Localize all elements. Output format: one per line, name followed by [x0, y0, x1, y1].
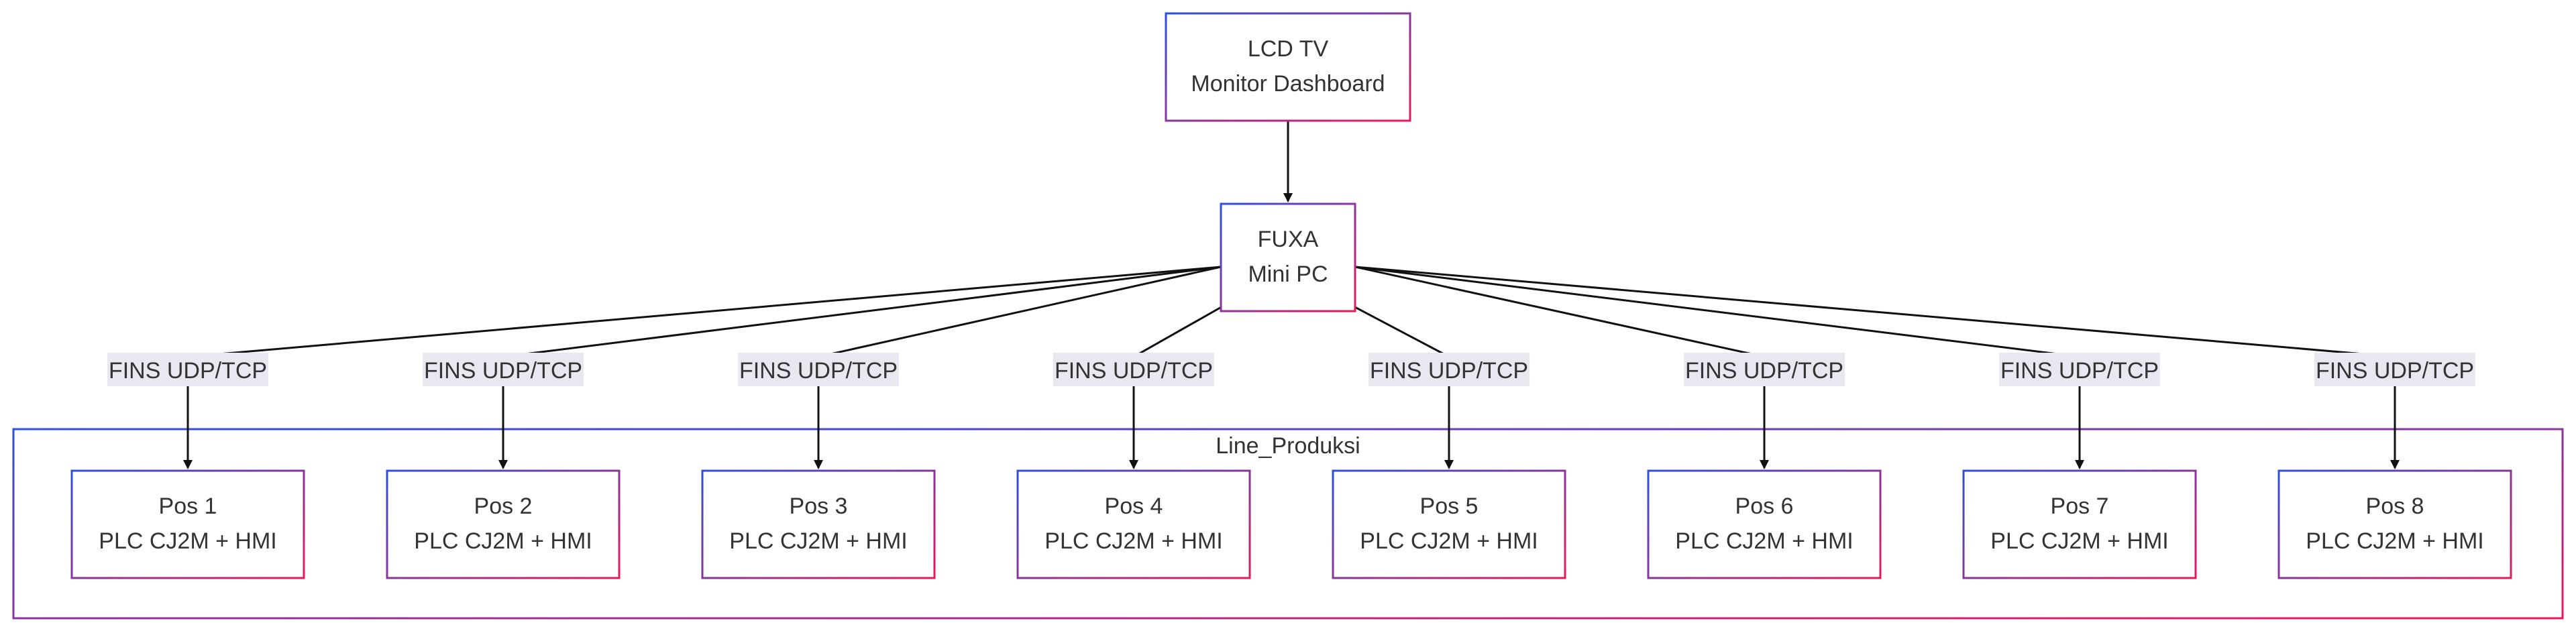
- node-lcd-tv[interactable]: LCD TV Monitor Dashboard: [1165, 12, 1411, 122]
- edge-fuxa-to-pos-1: [187, 266, 1222, 358]
- node-pos-7-box: [1962, 469, 2197, 579]
- edges: [183, 121, 2400, 469]
- node-pos-3-title: Pos 3: [790, 494, 848, 519]
- edge-label-pos-8: FINS UDP/TCP: [2314, 353, 2475, 386]
- node-pos-3-box: [701, 469, 936, 579]
- node-pos-7-title: Pos 7: [2051, 494, 2109, 519]
- node-pos-5[interactable]: Pos 5 PLC CJ2M + HMI: [1332, 469, 1566, 579]
- edge-label-text: FINS UDP/TCP: [2000, 358, 2159, 384]
- node-pos-6-subtitle: PLC CJ2M + HMI: [1675, 528, 1853, 554]
- edge-label-text: FINS UDP/TCP: [1055, 358, 1213, 384]
- node-pos-2-title: Pos 2: [474, 494, 533, 519]
- edge-fuxa-to-pos-5: [1352, 304, 1450, 358]
- edge-label-pos-3: FINS UDP/TCP: [738, 353, 899, 386]
- node-pos-2-subtitle: PLC CJ2M + HMI: [414, 528, 592, 554]
- edge-label-pos-1: FINS UDP/TCP: [107, 353, 268, 386]
- cluster-line-produksi: Line_Produksi: [12, 428, 2564, 620]
- edge-label-bg: [1684, 353, 1845, 386]
- node-fuxa-subtitle: Mini PC: [1248, 262, 1328, 287]
- node-lcd-tv-subtitle: Monitor Dashboard: [1191, 71, 1385, 97]
- edge-label-bg: [107, 353, 268, 386]
- node-pos-1[interactable]: Pos 1 PLC CJ2M + HMI: [70, 469, 305, 579]
- edge-label-bg: [1053, 353, 1214, 386]
- edge-label-pos-2: FINS UDP/TCP: [423, 353, 584, 386]
- node-fuxa[interactable]: FUXA Mini PC: [1220, 203, 1356, 312]
- node-pos-5-box: [1332, 469, 1566, 579]
- edge-fuxa-to-pos-4: [1133, 304, 1224, 358]
- node-pos-2-box: [386, 469, 621, 579]
- edge-label-text: FINS UDP/TCP: [2316, 358, 2474, 384]
- edge-fuxa-to-pos-3: [818, 266, 1222, 358]
- edge-label-text: FINS UDP/TCP: [109, 358, 267, 384]
- node-pos-5-subtitle: PLC CJ2M + HMI: [1360, 528, 1538, 554]
- edge-label-pos-7: FINS UDP/TCP: [1999, 353, 2160, 386]
- node-pos-8-title: Pos 8: [2366, 494, 2424, 519]
- node-pos-7-subtitle: PLC CJ2M + HMI: [1990, 528, 2168, 554]
- node-pos-4[interactable]: Pos 4 PLC CJ2M + HMI: [1016, 469, 1251, 579]
- node-lcd-tv-title: LCD TV: [1248, 36, 1329, 62]
- node-pos-5-title: Pos 5: [1420, 494, 1479, 519]
- edge-fuxa-to-pos-8: [1354, 266, 2396, 358]
- node-pos-7[interactable]: Pos 7 PLC CJ2M + HMI: [1962, 469, 2197, 579]
- node-pos-4-box: [1016, 469, 1251, 579]
- edge-fuxa-to-pos-7: [1354, 266, 2080, 358]
- edge-label-text: FINS UDP/TCP: [424, 358, 582, 384]
- edge-fuxa-to-pos-2: [502, 266, 1222, 358]
- edge-label-bg: [423, 353, 584, 386]
- edge-label-text: FINS UDP/TCP: [1685, 358, 1843, 384]
- node-pos-1-subtitle: PLC CJ2M + HMI: [99, 528, 276, 554]
- edge-fuxa-to-pos-6: [1354, 266, 1765, 358]
- edge-label-pos-6: FINS UDP/TCP: [1684, 353, 1845, 386]
- cluster-box: [12, 428, 2564, 620]
- node-fuxa-title: FUXA: [1258, 227, 1319, 252]
- node-lcd-tv-box: [1165, 12, 1411, 122]
- node-pos-6-title: Pos 6: [1735, 494, 1794, 519]
- edge-label-pos-5: FINS UDP/TCP: [1368, 353, 1529, 386]
- edge-label-text: FINS UDP/TCP: [739, 358, 898, 384]
- edge-label-bg: [1368, 353, 1529, 386]
- node-pos-8-box: [2277, 469, 2512, 579]
- node-pos-1-box: [70, 469, 305, 579]
- node-fuxa-box: [1220, 203, 1356, 312]
- node-pos-4-title: Pos 4: [1105, 494, 1163, 519]
- node-pos-4-subtitle: PLC CJ2M + HMI: [1044, 528, 1222, 554]
- cluster-label: Line_Produksi: [1216, 433, 1360, 459]
- node-pos-3[interactable]: Pos 3 PLC CJ2M + HMI: [701, 469, 936, 579]
- edge-label-pos-4: FINS UDP/TCP: [1053, 353, 1214, 386]
- node-pos-6[interactable]: Pos 6 PLC CJ2M + HMI: [1647, 469, 1882, 579]
- edge-label-bg: [2314, 353, 2475, 386]
- edge-label-bg: [1999, 353, 2160, 386]
- node-pos-8[interactable]: Pos 8 PLC CJ2M + HMI: [2277, 469, 2512, 579]
- edge-label-text: FINS UDP/TCP: [1370, 358, 1528, 384]
- edge-label-bg: [738, 353, 899, 386]
- node-pos-8-subtitle: PLC CJ2M + HMI: [2306, 528, 2483, 554]
- node-pos-1-title: Pos 1: [159, 494, 217, 519]
- node-pos-2[interactable]: Pos 2 PLC CJ2M + HMI: [386, 469, 621, 579]
- node-pos-6-box: [1647, 469, 1882, 579]
- node-pos-3-subtitle: PLC CJ2M + HMI: [729, 528, 907, 554]
- edge-labels: FINS UDP/TCP FINS UDP/TCP FINS UDP/TCP FINS…: [107, 353, 2475, 386]
